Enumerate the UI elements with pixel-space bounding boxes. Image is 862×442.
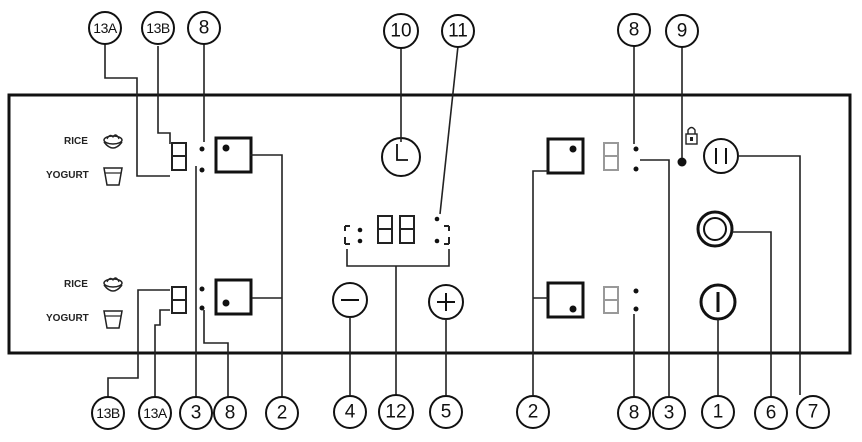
svg-text:8: 8 [225, 403, 236, 424]
clock-button[interactable] [381, 137, 421, 177]
svg-text:10: 10 [390, 21, 411, 42]
timer-display [344, 215, 450, 245]
callout-8-top-left: 8 [187, 11, 221, 45]
callout-9: 9 [665, 14, 699, 48]
yogurt-cup-icon [103, 167, 123, 186]
callout-4: 4 [333, 395, 367, 429]
right-bottom-digit-display [603, 286, 619, 314]
callout-2-right: 2 [516, 395, 550, 429]
lock-indicator-light [677, 157, 687, 167]
callout-3-left: 3 [179, 396, 213, 430]
rice-label-top: RICE [64, 136, 88, 147]
callout-7: 7 [796, 395, 830, 429]
svg-text:5: 5 [441, 402, 452, 423]
clock-icon [396, 144, 408, 161]
left-bottom-digit-display [171, 286, 187, 314]
svg-text:11: 11 [448, 21, 468, 42]
rice-bowl-icon [103, 277, 123, 292]
pause-icon [715, 148, 727, 164]
indicator-dot [633, 306, 639, 312]
rice-label-bottom: RICE [64, 279, 88, 290]
indicator-dot [633, 146, 639, 152]
callout-8-top-right: 8 [617, 13, 651, 47]
callout-10: 10 [383, 13, 419, 49]
rice-bowl-icon [103, 134, 123, 149]
svg-text:8: 8 [629, 403, 640, 424]
indicator-dot [633, 288, 639, 294]
right-top-digit-display [603, 142, 619, 171]
svg-text:8: 8 [629, 20, 640, 41]
svg-text:13B: 13B [96, 405, 120, 421]
minus-button[interactable] [332, 282, 368, 318]
svg-text:13A: 13A [93, 20, 118, 36]
indicator-dot [199, 305, 205, 311]
ring-knob-icon [703, 217, 727, 241]
callout-6: 6 [754, 396, 788, 430]
left-bottom-select-button[interactable] [214, 278, 253, 316]
right-bottom-select-button[interactable] [546, 281, 585, 319]
callout-13a-top: 13A [88, 11, 122, 45]
svg-text:12: 12 [385, 402, 406, 423]
callout-12: 12 [378, 394, 414, 430]
power-button[interactable] [699, 283, 737, 321]
lock-icon [685, 126, 698, 145]
indicator-dot [199, 146, 205, 152]
svg-text:1: 1 [713, 402, 724, 423]
callout-13a-bottom: 13A [138, 396, 172, 430]
yogurt-label-top: YOGURT [46, 170, 89, 181]
plus-icon [437, 293, 455, 311]
callout-1: 1 [701, 395, 735, 429]
yogurt-label-bottom: YOGURT [46, 313, 89, 324]
svg-text:13B: 13B [146, 20, 170, 36]
svg-text:2: 2 [528, 402, 539, 423]
callout-11: 11 [441, 14, 475, 48]
svg-text:13A: 13A [143, 405, 168, 421]
svg-text:7: 7 [808, 402, 819, 423]
callout-5: 5 [429, 395, 463, 429]
right-top-select-button[interactable] [546, 137, 585, 175]
callout-3-right: 3 [652, 396, 686, 430]
left-top-digit-display [171, 142, 187, 171]
indicator-dot [633, 166, 639, 172]
callout-13b-bottom: 13B [91, 396, 125, 430]
svg-text:9: 9 [677, 21, 688, 42]
svg-text:3: 3 [664, 403, 675, 424]
plus-button[interactable] [428, 284, 464, 320]
indicator-dot [199, 286, 205, 292]
callout-8-bottom-right: 8 [617, 396, 651, 430]
callout-2-left: 2 [265, 396, 299, 430]
svg-text:4: 4 [345, 402, 356, 423]
ring-knob-button[interactable] [696, 210, 734, 248]
indicator-dot [199, 167, 205, 173]
pause-button[interactable] [703, 138, 739, 174]
yogurt-cup-icon [103, 310, 123, 329]
left-top-select-button[interactable] [214, 136, 253, 174]
svg-text:2: 2 [277, 403, 288, 424]
callout-13b-top: 13B [141, 11, 175, 45]
svg-text:3: 3 [191, 403, 202, 424]
callout-8-bottom-left: 8 [213, 396, 247, 430]
svg-text:6: 6 [766, 403, 777, 424]
svg-text:8: 8 [199, 18, 210, 39]
